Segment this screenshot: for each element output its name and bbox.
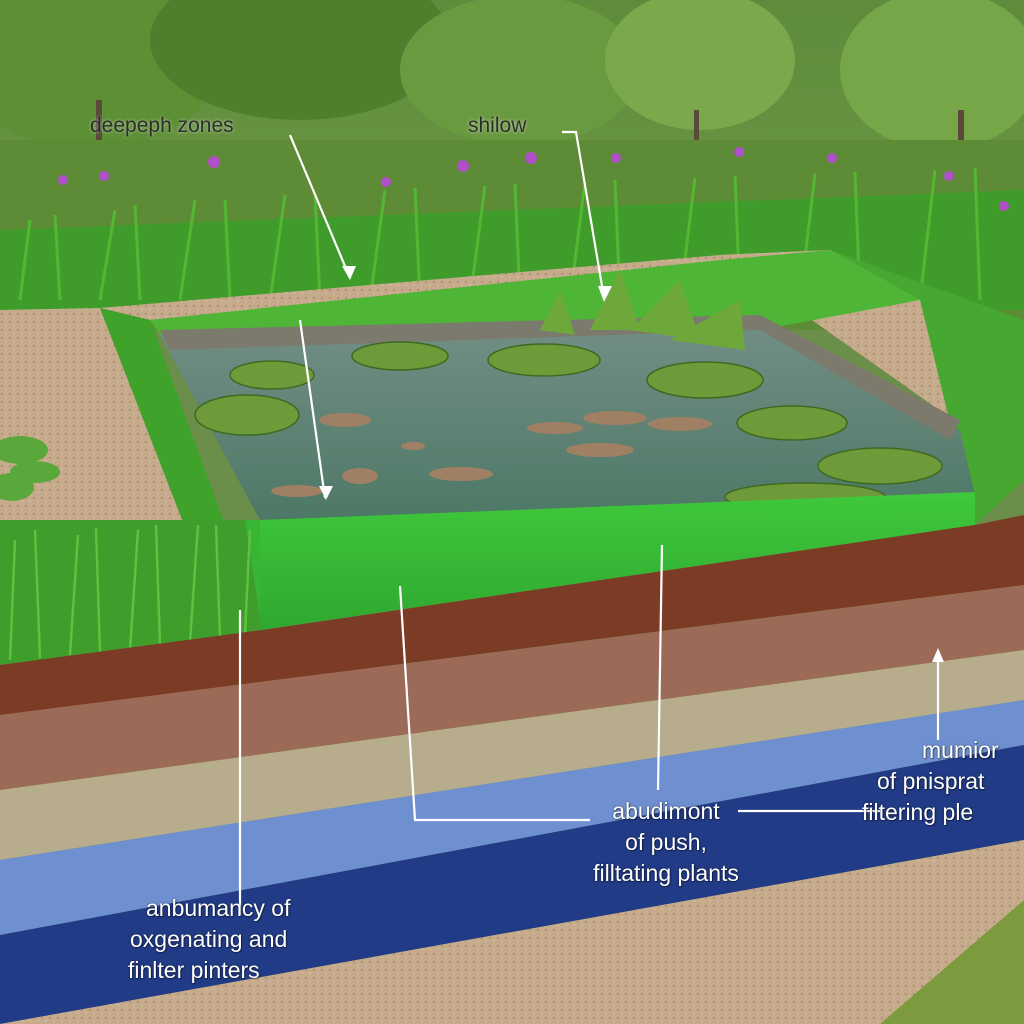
tree-trunk xyxy=(96,100,102,170)
pointer-fish xyxy=(298,319,327,499)
lily-pad-icon xyxy=(646,361,764,399)
tree-icon xyxy=(605,0,795,130)
pointer-lines xyxy=(238,130,940,915)
flower-icon xyxy=(525,152,537,164)
layer-dark-blue xyxy=(0,745,1024,1024)
lily-pad-icon xyxy=(351,341,449,371)
lily-pad-icon xyxy=(229,360,315,390)
flower-icon xyxy=(827,153,837,163)
fish-group xyxy=(271,411,712,497)
arrowheads xyxy=(319,266,944,662)
leaf-plant xyxy=(0,436,60,501)
gravel-border-left xyxy=(0,308,190,560)
flower-icon xyxy=(457,160,469,172)
fish-icon xyxy=(527,422,583,434)
tree-icon xyxy=(840,0,1024,150)
label-center-line-2: of push, xyxy=(625,829,707,855)
soil-layer-red xyxy=(0,515,1024,715)
label-right-line-2: of pnisprat xyxy=(877,768,985,794)
pointer-shallow xyxy=(562,130,606,299)
arrowhead xyxy=(342,266,356,280)
fish-icon xyxy=(648,417,712,431)
flower-icon xyxy=(999,201,1009,211)
pond-rim-grass-right xyxy=(830,250,1024,525)
layer-light-blue xyxy=(0,700,1024,935)
pointer-center-bracket xyxy=(398,585,590,822)
flower-icon xyxy=(734,147,744,157)
fish-icon xyxy=(429,467,493,481)
flower-icon xyxy=(99,171,109,181)
tree-icon xyxy=(150,0,450,120)
fish-icon xyxy=(583,411,647,425)
lily-pads xyxy=(194,341,943,512)
arrowhead xyxy=(932,648,944,662)
label-center-line-3: filltating plants xyxy=(593,860,739,886)
fern-icon xyxy=(540,270,745,350)
fish-icon xyxy=(342,468,378,484)
background-trees xyxy=(0,0,1024,180)
arrowhead xyxy=(598,286,612,302)
pointer-center-vertical xyxy=(656,544,664,791)
lily-pad-icon xyxy=(194,394,300,436)
flower-icon xyxy=(944,171,954,181)
label-center: abudimont of push, filltating plants xyxy=(556,796,776,889)
flower-icon xyxy=(381,177,391,187)
label-shallow: shilow xyxy=(468,114,527,137)
pointer-deep-zones xyxy=(288,134,352,279)
fish-icon xyxy=(271,485,323,497)
flower-icon xyxy=(208,156,220,168)
tree-icon xyxy=(400,0,640,145)
pond-liner xyxy=(260,492,975,630)
fish-icon xyxy=(401,442,425,450)
label-deep-zones: deepeph zones xyxy=(90,114,234,137)
label-right-line-1: mumior xyxy=(922,737,999,763)
fish-icon xyxy=(566,443,634,457)
label-right-line-3: filtering ple xyxy=(862,799,974,825)
arrowhead xyxy=(319,486,333,500)
label-center-line-1: abudimont xyxy=(612,798,720,824)
grass-bottom-right xyxy=(880,900,1024,1024)
lily-pad-icon xyxy=(487,343,601,377)
tree-trunk xyxy=(694,110,699,160)
flowers xyxy=(58,147,1009,211)
lily-pad-icon xyxy=(817,447,943,485)
label-right: mumior of pnisprat filtering ple xyxy=(862,735,1024,828)
gravel-bottom xyxy=(0,840,1024,1024)
soil-layer-brown xyxy=(0,585,1024,790)
back-grass-blades xyxy=(18,167,982,301)
gravel-border-top xyxy=(100,250,830,320)
front-grass-blades xyxy=(8,524,252,661)
soil-layer-tan xyxy=(0,650,1024,860)
label-left-line-3: finlter pinters xyxy=(128,957,260,983)
fish-icon xyxy=(319,413,371,427)
lily-pad-icon xyxy=(736,405,848,441)
label-left-line-1: anbumancy of xyxy=(146,895,291,921)
flower-icon xyxy=(611,153,621,163)
flower-icon xyxy=(58,175,68,185)
label-left: anbumancy of oxgenating and finlter pint… xyxy=(128,893,358,986)
label-left-line-2: oxgenating and xyxy=(130,926,288,952)
